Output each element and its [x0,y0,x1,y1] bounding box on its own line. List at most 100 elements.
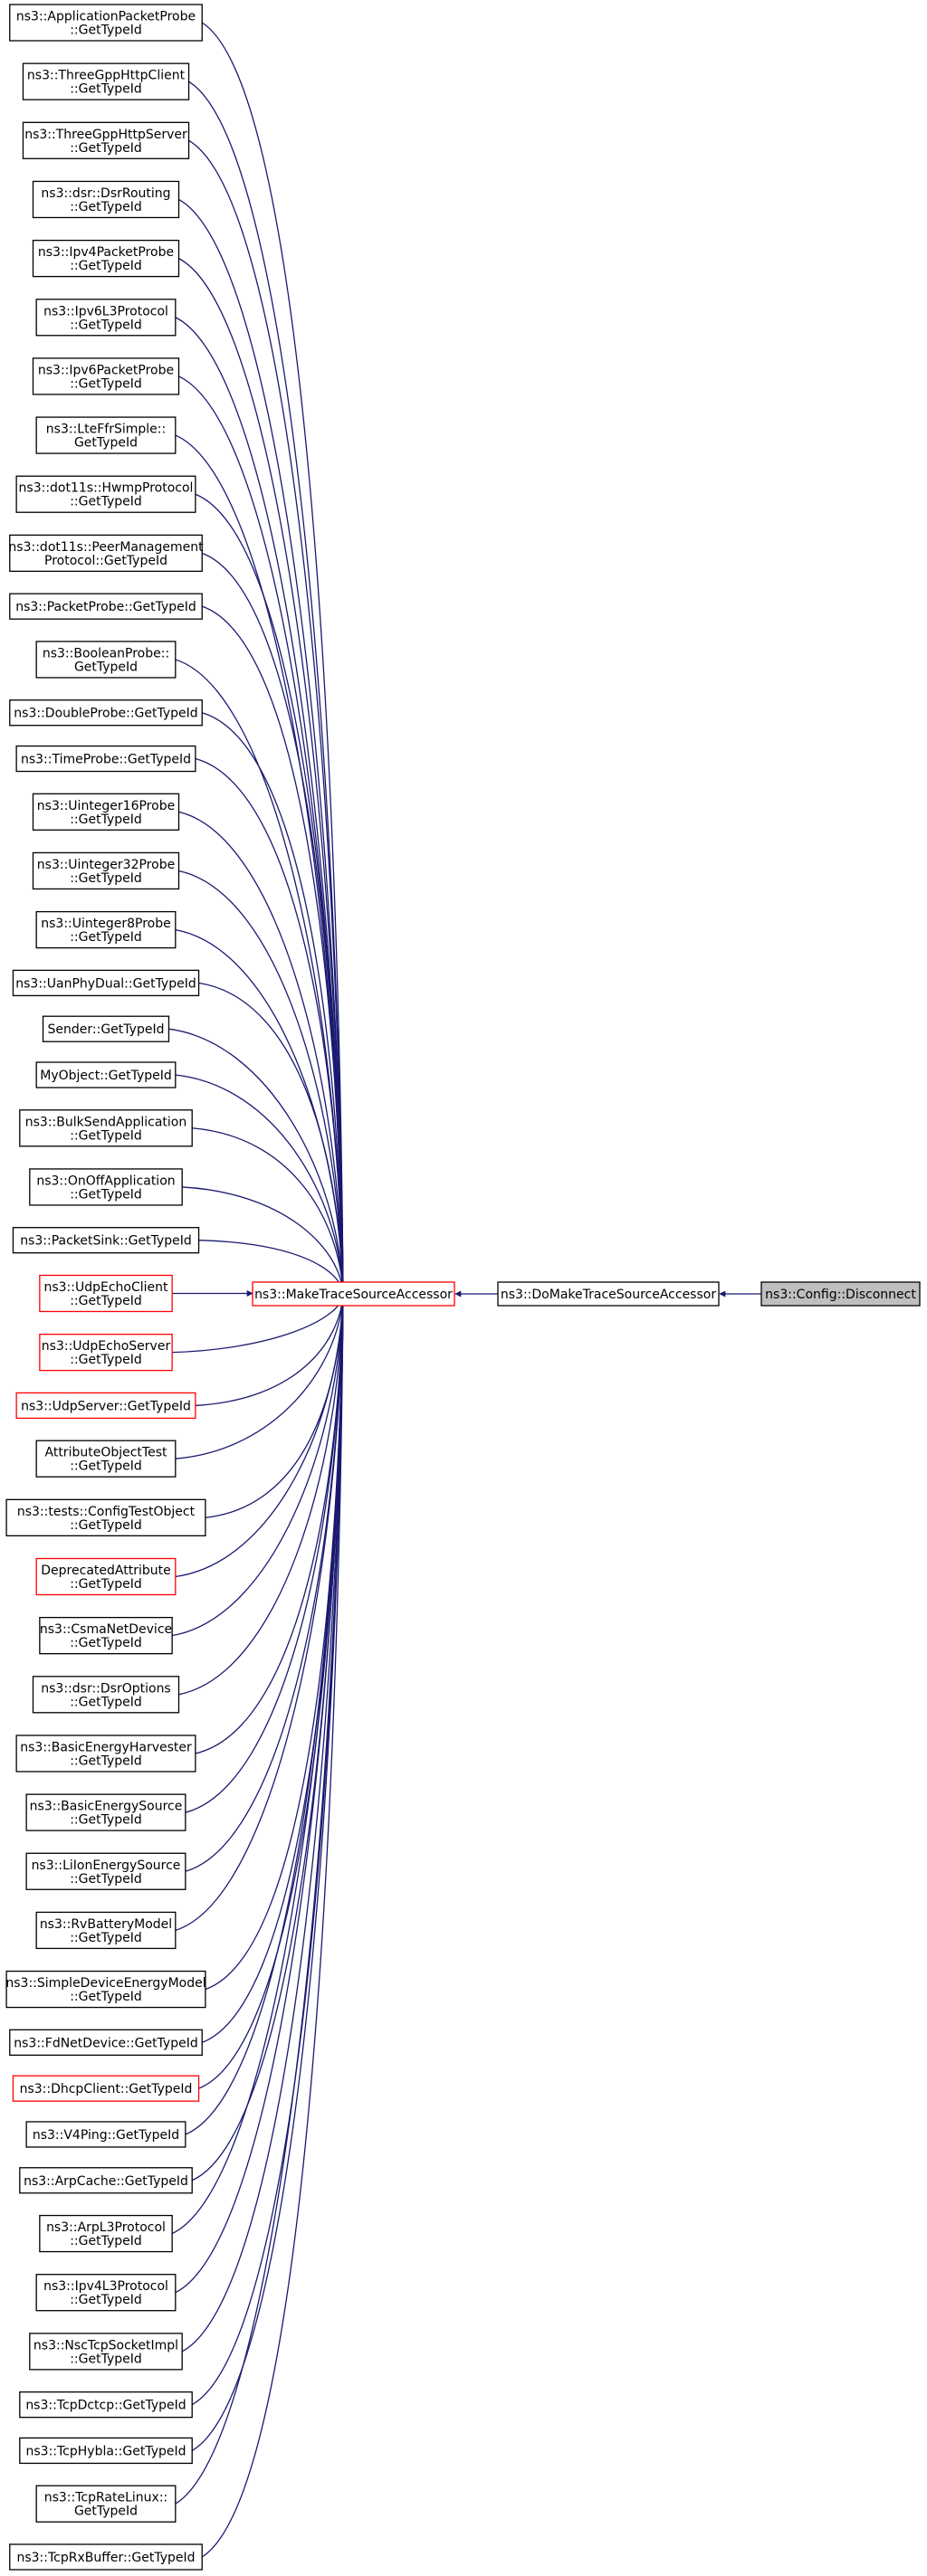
caller-node-ns3-packetprobe-gettypeid-box [9,593,203,620]
target-node-config-disconnect[interactable]: ns3::Config::Disconnect [760,1281,921,1307]
edge-ns3-ipv6packetprobe-gettypeid-to-hub [178,375,347,1293]
caller-node-ns3-tcpdctcp-gettypeid[interactable]: ns3::TcpDctcp::GetTypeId [19,2391,193,2419]
caller-node-ns3-ipv4l3protocol-gettypeid-label-line2: ::GetTypeId [70,2293,142,2307]
caller-node-ns3-v4ping-gettypeid[interactable]: ns3::V4Ping::GetTypeId [25,2121,186,2148]
caller-node-ns3-threegpphttpclient-gettypeid-label-line1: ns3::ThreeGppHttpClient [27,69,186,83]
caller-node-ns3-uinteger8probe-gettypeid-label-line2: ::GetTypeId [70,930,142,945]
caller-node-ns3-liionenergysource-gettypeid-label-line2: ::GetTypeId [70,1872,142,1887]
caller-node-ns3-uinteger8probe-gettypeid[interactable]: ns3::Uinteger8Probe::GetTypeId [35,910,177,949]
caller-node-ns3-rvbatterymodel-gettypeid[interactable]: ns3::RvBatteryModel::GetTypeId [35,1911,177,1950]
caller-node-ns3-uanphydual-gettypeid[interactable]: ns3::UanPhyDual::GetTypeId [12,969,200,997]
caller-node-myobject-gettypeid-label-line1: MyObject::GetTypeId [40,1069,172,1083]
caller-node-ns3-udpechoclient-gettypeid-box [39,1274,173,1313]
caller-node-ns3-ipv6packetprobe-gettypeid[interactable]: ns3::Ipv6PacketProbe::GetTypeId [32,357,180,395]
caller-node-ns3-onoffapplication-gettypeid[interactable]: ns3::OnOffApplication::GetTypeId [29,1168,183,1206]
caller-node-ns3-packetsink-gettypeid[interactable]: ns3::PacketSink::GetTypeId [12,1227,200,1254]
caller-node-deprecatedattribute-gettypeid[interactable]: DeprecatedAttribute::GetTypeId [35,1557,177,1596]
caller-node-ns3-csmanetdevice-gettypeid[interactable]: ns3::CsmaNetDevice::GetTypeId [39,1617,173,1655]
caller-node-ns3-arpl3protocol-gettypeid[interactable]: ns3::ArpL3Protocol::GetTypeId [39,2214,173,2253]
caller-node-ns3-dsr-dsrrouting-gettypeid-box [32,180,180,219]
caller-node-ns3-fdnetdevice-gettypeid-label-line1: ns3::FdNetDevice::GetTypeId [14,2036,197,2050]
caller-node-ns3-tcphybla-gettypeid-box [19,2437,193,2465]
caller-node-ns3-basicenergysource-gettypeid-label-line2: ::GetTypeId [70,1813,142,1828]
caller-node-ns3-dsr-dsroptions-gettypeid-label-line1: ns3::dsr::DsrOptions [41,1681,170,1696]
node-do-make-trace-source-accessor[interactable]: ns3::DoMakeTraceSourceAccessor [497,1281,720,1307]
caller-node-ns3-ipv4packetprobe-gettypeid[interactable]: ns3::Ipv4PacketProbe::GetTypeId [32,239,180,278]
caller-node-ns3-simpledeviceenergymodel-gettypeid[interactable]: ns3::SimpleDeviceEnergyModel::GetTypeId [5,1970,206,2009]
caller-node-ns3-rvbatterymodel-gettypeid-label-line1: ns3::RvBatteryModel [40,1917,172,1932]
caller-node-ns3-arpcache-gettypeid-box [19,2167,193,2194]
caller-node-ns3-timeprobe-gettypeid[interactable]: ns3::TimeProbe::GetTypeId [15,745,196,773]
caller-node-ns3-tcphybla-gettypeid[interactable]: ns3::TcpHybla::GetTypeId [19,2437,193,2465]
edge-ns3-simpledeviceenergymodel-gettypeid-to-hub [205,1295,347,1991]
caller-node-deprecatedattribute-gettypeid-label-line1: DeprecatedAttribute [41,1564,170,1578]
caller-node-ns3-onoffapplication-gettypeid-box [29,1168,183,1206]
caller-node-ns3-ipv4l3protocol-gettypeid[interactable]: ns3::Ipv4L3Protocol::GetTypeId [35,2274,177,2312]
caller-node-ns3-threegpphttpclient-gettypeid[interactable]: ns3::ThreeGppHttpClient::GetTypeId [22,62,190,100]
edge-sender-gettypeid-to-hub [168,1028,347,1293]
hub-node-make-trace-source-accessor[interactable]: ns3::MakeTraceSourceAccessor [252,1281,455,1307]
caller-node-ns3-udpechoclient-gettypeid[interactable]: ns3::UdpEchoClient::GetTypeId [39,1274,173,1313]
caller-node-ns3-tcprxbuffer-gettypeid[interactable]: ns3::TcpRxBuffer::GetTypeId [9,2543,203,2571]
caller-node-ns3-booleanprobe-gettypeid[interactable]: ns3::BooleanProbe::GetTypeId [35,641,177,679]
caller-node-ns3-dsr-dsrrouting-gettypeid[interactable]: ns3::dsr::DsrRouting::GetTypeId [32,180,180,219]
caller-node-ns3-lteffrsimple-gettypeid[interactable]: ns3::LteFfrSimple::GetTypeId [35,416,177,454]
caller-node-ns3-nsctcpsocketimpl-gettypeid[interactable]: ns3::NscTcpSocketImpl::GetTypeId [29,2333,183,2371]
edge-ns3-uinteger8probe-gettypeid-to-hub [175,928,347,1293]
caller-node-sender-gettypeid[interactable]: Sender::GetTypeId [42,1015,170,1042]
edge-ns3-dsr-dsroptions-gettypeid-to-hub [178,1295,347,1696]
caller-node-ns3-dsr-dsroptions-gettypeid[interactable]: ns3::dsr::DsrOptions::GetTypeId [32,1676,180,1714]
caller-node-ns3-doubleprobe-gettypeid-box [9,699,203,727]
caller-node-ns3-threegpphttpserver-gettypeid[interactable]: ns3::ThreeGppHttpServer::GetTypeId [22,121,190,159]
caller-node-ns3-applicationpacketprobe-gettypeid-label-line2: ::GetTypeId [70,24,142,38]
caller-node-ns3-udpechoserver-gettypeid[interactable]: ns3::UdpEchoServer::GetTypeId [39,1333,173,1372]
caller-node-ns3-ipv4packetprobe-gettypeid-box [32,239,180,278]
caller-node-ns3-uinteger16probe-gettypeid[interactable]: ns3::Uinteger16Probe::GetTypeId [32,793,180,831]
caller-node-ns3-ipv6packetprobe-gettypeid-label-line1: ns3::Ipv6PacketProbe [38,363,174,377]
caller-node-ns3-dot11s-peermanagementprotocol-gettypeid[interactable]: ns3::dot11s::PeerManagementProtocol::Get… [8,534,204,573]
target-node-config-disconnect-box [760,1281,921,1307]
caller-node-ns3-ipv4packetprobe-gettypeid-label-line1: ns3::Ipv4PacketProbe [38,245,174,260]
caller-node-ns3-tcpdctcp-gettypeid-label-line1: ns3::TcpDctcp::GetTypeId [25,2399,186,2413]
edge-ns3-packetprobe-gettypeid-to-hub [202,605,347,1293]
caller-node-ns3-dhcpclient-gettypeid[interactable]: ns3::DhcpClient::GetTypeId [12,2075,200,2102]
caller-node-ns3-tcprxbuffer-gettypeid-box [9,2543,203,2571]
caller-node-ns3-ipv6l3protocol-gettypeid-box [35,299,177,337]
caller-node-ns3-dot11s-hwmpprotocol-gettypeid-box [15,475,196,513]
nodes-layer: ns3::ApplicationPacketProbe::GetTypeIdns… [5,4,921,2571]
caller-node-ns3-liionenergysource-gettypeid[interactable]: ns3::LiIonEnergySource::GetTypeId [25,1852,186,1890]
caller-node-ns3-basicenergyharvester-gettypeid[interactable]: ns3::BasicEnergyHarvester::GetTypeId [15,1735,196,1773]
caller-node-ns3-arpcache-gettypeid[interactable]: ns3::ArpCache::GetTypeId [19,2167,193,2194]
edge-ns3-ipv4l3protocol-gettypeid-to-hub [175,1295,347,2294]
edge-ns3-nsctcpsocketimpl-gettypeid-to-hub [181,1295,347,2353]
caller-node-ns3-udpserver-gettypeid[interactable]: ns3::UdpServer::GetTypeId [15,1392,196,1420]
caller-node-ns3-tests-configtestobject-gettypeid[interactable]: ns3::tests::ConfigTestObject::GetTypeId [5,1498,206,1536]
caller-node-myobject-gettypeid[interactable]: MyObject::GetTypeId [35,1061,177,1088]
caller-node-attributeobjecttest-gettypeid-box [35,1440,177,1478]
caller-node-ns3-basicenergysource-gettypeid[interactable]: ns3::BasicEnergySource::GetTypeId [25,1793,186,1831]
caller-node-ns3-booleanprobe-gettypeid-label-line2: GetTypeId [74,660,138,674]
caller-node-ns3-bulksendapplication-gettypeid[interactable]: ns3::BulkSendApplication::GetTypeId [19,1109,193,1147]
caller-node-ns3-ipv6l3protocol-gettypeid[interactable]: ns3::Ipv6L3Protocol::GetTypeId [35,299,177,337]
target-node-config-disconnect-label-line1: ns3::Config::Disconnect [765,1288,916,1302]
edge-ns3-bulksendapplication-gettypeid-to-hub [192,1127,347,1293]
caller-node-ns3-dsr-dsrrouting-gettypeid-label-line1: ns3::dsr::DsrRouting [41,186,170,201]
caller-node-ns3-bulksendapplication-gettypeid-label-line2: ::GetTypeId [70,1128,142,1143]
caller-node-ns3-uinteger32probe-gettypeid[interactable]: ns3::Uinteger32Probe::GetTypeId [32,851,180,890]
edge-ns3-dot11s-peermanagementprotocol-gettypeid-to-hub [201,552,347,1293]
caller-node-ns3-bulksendapplication-gettypeid-label-line1: ns3::BulkSendApplication [25,1115,186,1129]
caller-node-ns3-dot11s-hwmpprotocol-gettypeid[interactable]: ns3::dot11s::HwmpProtocol::GetTypeId [15,475,196,513]
caller-node-attributeobjecttest-gettypeid[interactable]: AttributeObjectTest::GetTypeId [35,1440,177,1478]
caller-node-ns3-basicenergysource-gettypeid-box [25,1793,186,1831]
caller-node-ns3-doubleprobe-gettypeid[interactable]: ns3::DoubleProbe::GetTypeId [9,699,203,727]
caller-node-ns3-arpl3protocol-gettypeid-label-line1: ns3::ArpL3Protocol [46,2220,166,2235]
caller-node-ns3-simpledeviceenergymodel-gettypeid-label-line1: ns3::SimpleDeviceEnergyModel [5,1976,205,1991]
caller-node-ns3-fdnetdevice-gettypeid[interactable]: ns3::FdNetDevice::GetTypeId [9,2029,203,2057]
edge-myobject-gettypeid-to-hub [175,1074,347,1293]
caller-node-ns3-basicenergysource-gettypeid-label-line1: ns3::BasicEnergySource [30,1800,183,1814]
caller-node-ns3-threegpphttpclient-gettypeid-box [22,62,190,100]
caller-node-ns3-packetprobe-gettypeid[interactable]: ns3::PacketProbe::GetTypeId [9,593,203,620]
caller-node-ns3-tcpratelinux-gettypeid[interactable]: ns3::TcpRateLinux::GetTypeId [35,2485,177,2523]
caller-node-ns3-basicenergyharvester-gettypeid-box [15,1735,196,1773]
caller-node-ns3-applicationpacketprobe-gettypeid[interactable]: ns3::ApplicationPacketProbe::GetTypeId [9,4,203,42]
